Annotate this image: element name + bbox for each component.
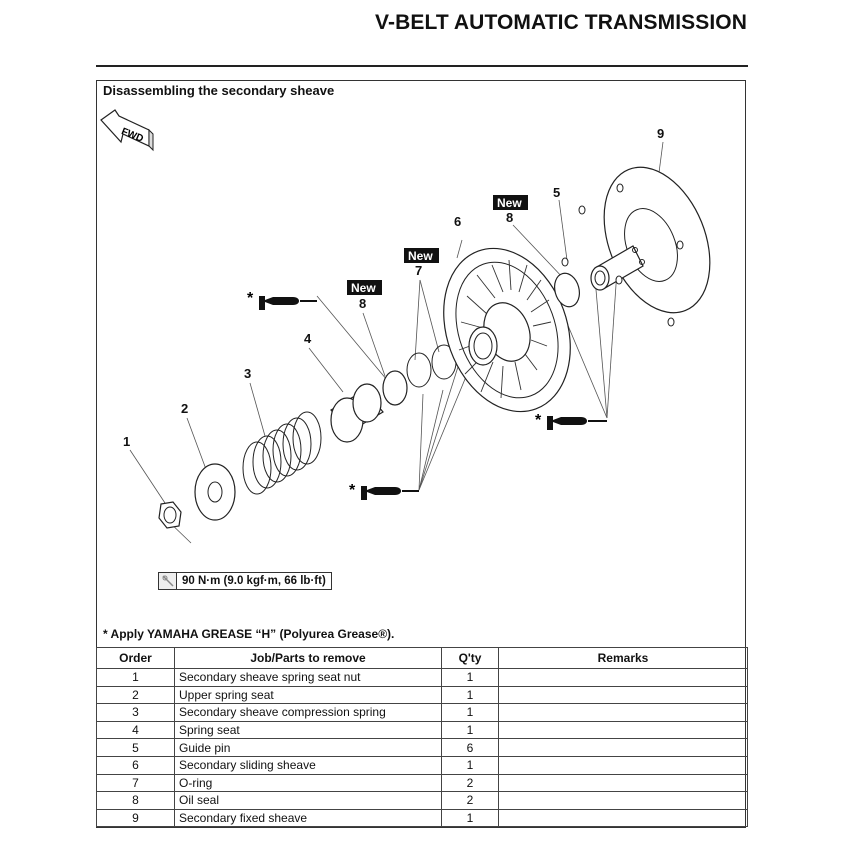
cell-qty: 1 <box>441 668 499 687</box>
cell-remarks <box>498 808 748 828</box>
table-row: 1 Secondary sheave spring seat nut 1 <box>96 668 748 687</box>
new-tag-oil-seal-left: New <box>347 280 382 295</box>
part-oil-seal-right <box>554 272 580 308</box>
grease-icon: * <box>247 290 317 310</box>
svg-text:2: 2 <box>181 401 188 416</box>
part-nut <box>158 501 182 529</box>
cell-qty: 1 <box>441 703 499 722</box>
table-row: 3 Secondary sheave compression spring 1 <box>96 703 748 722</box>
cell-qty: 2 <box>441 791 499 810</box>
cell-job: Secondary sheave compression spring <box>174 703 442 722</box>
cell-qty: 1 <box>441 720 499 740</box>
part-fixed-sheave <box>590 166 711 314</box>
cell-job: Secondary fixed sheave <box>174 808 442 828</box>
svg-text:*: * <box>349 482 356 499</box>
svg-text:7: 7 <box>415 263 422 278</box>
grease-icon: * <box>349 482 419 500</box>
cell-order: 7 <box>96 773 175 793</box>
cell-qty: 6 <box>441 738 499 757</box>
cell-job: Spring seat <box>174 720 442 740</box>
cell-order: 9 <box>96 808 175 828</box>
svg-text:8: 8 <box>359 296 366 311</box>
svg-text:6: 6 <box>454 214 461 229</box>
header-job: Job/Parts to remove <box>174 647 442 669</box>
svg-text:8: 8 <box>506 210 513 225</box>
cell-order: 2 <box>96 685 175 705</box>
svg-text:1: 1 <box>123 434 130 449</box>
part-o-rings <box>406 344 457 388</box>
cell-qty: 1 <box>441 808 499 828</box>
table-row: 8 Oil seal 2 <box>96 791 748 810</box>
grease-note: * Apply YAMAHA GREASE “H” (Polyurea Grea… <box>103 627 395 641</box>
cell-remarks <box>498 703 748 722</box>
table-row: 4 Spring seat 1 <box>96 720 748 740</box>
header-order: Order <box>96 647 175 669</box>
cell-remarks <box>498 685 748 705</box>
cell-job: Upper spring seat <box>174 685 442 705</box>
part-oil-seal-left <box>382 370 408 406</box>
table-row: 9 Secondary fixed sheave 1 <box>96 808 748 828</box>
cell-remarks <box>498 791 748 810</box>
part-spring-seat <box>330 383 384 443</box>
cell-remarks <box>498 738 748 757</box>
table-row: 6 Secondary sliding sheave 1 <box>96 755 748 775</box>
torque-wrench-icon <box>159 573 177 589</box>
cell-job: Secondary sheave spring seat nut <box>174 668 442 687</box>
cell-job: O-ring <box>174 773 442 793</box>
cell-remarks <box>498 720 748 740</box>
svg-text:5: 5 <box>553 185 560 200</box>
cell-qty: 2 <box>441 773 499 793</box>
table-header-row: Order Job/Parts to remove Q'ty Remarks <box>96 647 748 669</box>
part-sliding-sheave <box>443 247 571 413</box>
title-divider <box>96 65 748 67</box>
cell-remarks <box>498 668 748 687</box>
table-row: 7 O-ring 2 <box>96 773 748 793</box>
new-tag-oil-seal-right: New <box>493 195 528 210</box>
part-compression-spring <box>242 411 322 495</box>
svg-text:*: * <box>247 290 254 307</box>
svg-text:New: New <box>497 196 522 210</box>
cell-order: 5 <box>96 738 175 757</box>
svg-text:4: 4 <box>304 331 312 346</box>
part-guide-pins <box>561 183 684 327</box>
svg-text:3: 3 <box>244 366 251 381</box>
table-row: 5 Guide pin 6 <box>96 738 748 757</box>
section-title: Disassembling the secondary sheave <box>103 83 335 98</box>
torque-value: 90 N·m (9.0 kgf·m, 66 lb·ft) <box>182 575 326 587</box>
svg-text:9: 9 <box>657 126 664 141</box>
parts-table: Order Job/Parts to remove Q'ty Remarks 1… <box>96 647 748 828</box>
cell-job: Guide pin <box>174 738 442 757</box>
cell-qty: 1 <box>441 685 499 705</box>
torque-spec: 90 N·m (9.0 kgf·m, 66 lb·ft) <box>158 572 332 590</box>
fwd-arrow-icon: FWD <box>100 109 154 152</box>
exploded-diagram: FWD <box>100 109 711 544</box>
part-upper-spring-seat <box>194 463 236 521</box>
header-remarks: Remarks <box>498 647 748 669</box>
cell-order: 1 <box>96 668 175 687</box>
cell-order: 3 <box>96 703 175 722</box>
callout-labels: 1 2 3 4 5 6 7 8 8 9 <box>123 126 664 449</box>
page-title: V-BELT AUTOMATIC TRANSMISSION <box>375 11 747 34</box>
cell-order: 8 <box>96 791 175 810</box>
header-qty: Q'ty <box>441 647 499 669</box>
cell-qty: 1 <box>441 755 499 775</box>
new-tag-o-ring: New <box>404 248 439 263</box>
cell-remarks <box>498 773 748 793</box>
svg-text:New: New <box>351 281 376 295</box>
cell-job: Oil seal <box>174 791 442 810</box>
cell-remarks <box>498 755 748 775</box>
svg-text:*: * <box>535 412 542 429</box>
cell-job: Secondary sliding sheave <box>174 755 442 775</box>
svg-text:New: New <box>408 249 433 263</box>
grease-icon: * <box>535 412 607 430</box>
table-row: 2 Upper spring seat 1 <box>96 685 748 705</box>
procedure-frame <box>96 80 746 828</box>
cell-order: 6 <box>96 755 175 775</box>
cell-order: 4 <box>96 720 175 740</box>
